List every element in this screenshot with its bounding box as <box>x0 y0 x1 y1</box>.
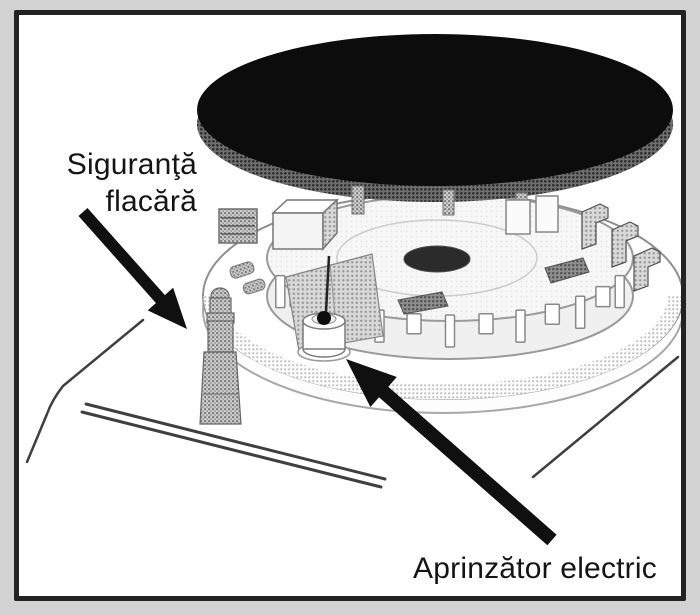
diagram-frame: Siguranţă flacără Aprinzător electric <box>14 10 686 601</box>
rim-box <box>505 199 531 235</box>
thermocouple-upper-body <box>207 320 234 353</box>
flame-safety-label: Siguranţă flacără <box>25 146 197 220</box>
cooktop-edge-right <box>531 355 680 479</box>
electrode-housing-box <box>271 198 339 251</box>
arrow-head <box>346 359 397 407</box>
rim-fittings <box>218 185 661 295</box>
rim-brackets <box>544 203 661 292</box>
electric-igniter <box>297 255 351 362</box>
flame-port-slot <box>574 295 586 330</box>
flame-safety-arrow <box>78 208 187 329</box>
venturi-hole <box>403 245 471 273</box>
igniter-label: Aprinzător electric <box>413 552 657 585</box>
diagram-content: Siguranţă flacără Aprinzător electric <box>19 15 681 596</box>
rim-box <box>535 195 559 233</box>
rim-post <box>442 189 455 216</box>
flame-port-slot <box>544 303 561 325</box>
flame-port-slot <box>515 309 526 343</box>
flame-port-slot <box>614 274 625 309</box>
pan-support-lines <box>25 318 680 489</box>
cooktop-edge-left <box>25 318 145 464</box>
flame-port-slot <box>595 285 611 308</box>
flame-port-slot <box>275 274 286 309</box>
igniter-electrode-tip <box>317 311 331 325</box>
ridged-block <box>218 208 266 295</box>
arrow-shaft <box>78 208 168 306</box>
rim-post <box>351 185 365 215</box>
thermocouple-lower-body <box>199 351 242 425</box>
flame-port-slot <box>444 314 456 348</box>
arrow-shaft <box>373 381 557 546</box>
flame-port-slot <box>406 313 422 335</box>
base-shading-band <box>203 295 681 400</box>
flame-port-slot <box>478 313 494 335</box>
cap-top <box>197 34 673 186</box>
flame-safety-device <box>199 287 242 425</box>
pan-support-bar <box>84 402 387 481</box>
arrow-head <box>147 287 187 329</box>
burner-cap <box>197 34 673 202</box>
pan-support-bar <box>80 410 383 489</box>
igniter-arrow <box>346 359 557 546</box>
burner-illustration <box>25 34 681 546</box>
flame-safety-label-line1: Siguranţă <box>66 148 197 181</box>
igniter-electrode-wire <box>324 255 331 313</box>
flame-safety-label-line2: flacără <box>105 185 197 218</box>
